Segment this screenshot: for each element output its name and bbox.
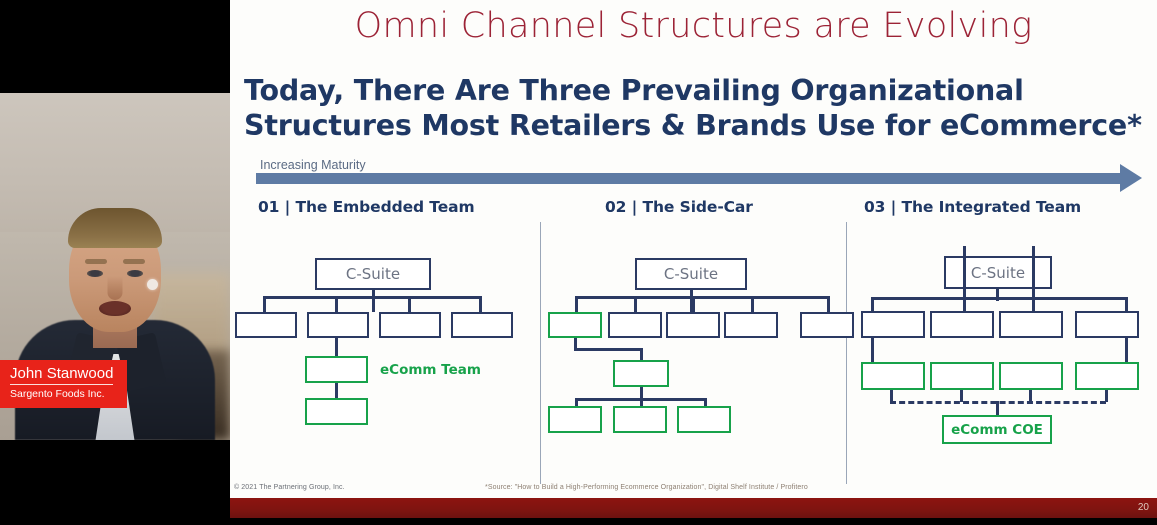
- speaker-organization: Sargento Foods Inc.: [10, 388, 105, 401]
- bottom-letterbox: [230, 518, 1157, 525]
- connector-drop-1b: [335, 296, 338, 314]
- connector-sidecar-drop: [574, 338, 577, 350]
- connector-drop-1a: [263, 296, 266, 314]
- column-header-integrated-team: 03 | The Integrated Team: [864, 198, 1082, 216]
- connector-drop-3d: [1125, 297, 1128, 313]
- connector-green-stem-2: [335, 383, 338, 400]
- speaker-name: John Stanwood: [10, 365, 114, 386]
- connector-drop-2e: [827, 296, 830, 314]
- connector-drop-1d: [479, 296, 482, 314]
- ecomm-box-3-3: [999, 362, 1063, 390]
- connector-through-line-left: [963, 246, 966, 312]
- csuite-box-3: C-Suite: [944, 256, 1052, 289]
- connector-drop-2d: [751, 296, 754, 314]
- csuite-box-1: C-Suite: [315, 258, 431, 290]
- slide-subtitle: Today, There Are Three Prevailing Organi…: [244, 74, 1142, 142]
- connector-coe-stem: [996, 401, 999, 417]
- speaker-eye-right: [127, 270, 143, 277]
- column-header-embedded-team: 01 | The Embedded Team: [258, 198, 475, 216]
- connector-bus-1: [263, 296, 481, 299]
- speaker-eyebrow-right: [123, 259, 145, 264]
- maturity-arrow-head-icon: [1120, 164, 1142, 192]
- org-box-1-1: [235, 312, 297, 338]
- connector-fan-drop-2a: [575, 398, 578, 408]
- connector-coe-drop-c: [1029, 390, 1032, 402]
- connector-bus-2: [575, 296, 829, 299]
- org-box-1-2: [307, 312, 369, 338]
- ecomm-box-2-2: [548, 406, 602, 433]
- org-box-2-4: [724, 312, 778, 338]
- org-box-3-4: [1075, 311, 1139, 338]
- ecomm-box-1-2: [305, 398, 368, 425]
- presentation-slide: Omni Channel Structures are Evolving Tod…: [230, 0, 1157, 525]
- ecomm-box-2-1: [613, 360, 669, 387]
- speaker-video[interactable]: John Stanwood Sargento Foods Inc.: [0, 93, 230, 440]
- connector-coe-drop-d: [1105, 390, 1108, 402]
- speaker-eyebrow-left: [85, 259, 107, 264]
- ecomm-box-3-2: [930, 362, 994, 390]
- org-box-2-1: [548, 312, 602, 338]
- ecomm-box-2-3: [613, 406, 667, 433]
- connector-coe-drop-a: [890, 390, 893, 402]
- slide-title: Omni Channel Structures are Evolving: [354, 6, 1033, 46]
- speaker-nose: [107, 276, 123, 300]
- maturity-arrow-bar: [256, 173, 1122, 184]
- connector-fan-stem-2: [640, 387, 643, 401]
- connector-csuite-stem-1: [372, 290, 375, 312]
- maturity-axis-label: Increasing Maturity: [260, 158, 366, 172]
- connector-fan-drop-2b: [640, 398, 643, 408]
- footer-source-citation: *Source: "How to Build a High-Performing…: [485, 484, 808, 491]
- org-box-3-3: [999, 311, 1063, 338]
- connector-drop-3a: [871, 297, 874, 313]
- connector-coe-drop-b: [960, 390, 963, 402]
- footer-bar: [230, 498, 1157, 518]
- speaker-hair: [68, 208, 162, 248]
- connector-green-drop-3d: [1125, 338, 1128, 364]
- connector-csuite-stem-2: [690, 290, 693, 312]
- column-divider-2: [846, 222, 847, 484]
- org-box-2-2: [608, 312, 662, 338]
- page-number: 20: [1137, 502, 1149, 513]
- connector-green-drop-3a: [871, 338, 874, 364]
- connector-csuite-stem-3: [996, 289, 999, 301]
- connector-bus-3: [871, 297, 1127, 300]
- org-box-1-4: [451, 312, 513, 338]
- connector-fan-drop-2c: [704, 398, 707, 408]
- ecomm-box-3-4: [1075, 362, 1139, 390]
- speaker-nameplate: John Stanwood Sargento Foods Inc.: [0, 360, 128, 408]
- org-box-3-1: [861, 311, 925, 338]
- ecomm-coe-box: eComm COE: [942, 415, 1052, 444]
- org-box-2-3: [666, 312, 720, 338]
- connector-through-line-right: [1032, 246, 1035, 312]
- ecomm-box-3-1: [861, 362, 925, 390]
- video-panel[interactable]: John Stanwood Sargento Foods Inc.: [0, 0, 230, 525]
- ecomm-team-label: eComm Team: [380, 362, 481, 378]
- org-box-2-5: [800, 312, 854, 338]
- column-header-side-car: 02 | The Side-Car: [605, 198, 753, 216]
- connector-drop-2b: [634, 296, 637, 314]
- connector-drop-2c: [692, 296, 695, 314]
- speaker-mouth: [99, 301, 131, 316]
- connector-sidecar-stem: [640, 348, 643, 362]
- column-divider-1: [540, 222, 541, 484]
- ecomm-box-2-4: [677, 406, 731, 433]
- footer-copyright: © 2021 The Partnering Group, Inc.: [234, 484, 345, 491]
- microphone-icon: [147, 279, 158, 290]
- connector-green-stem-1: [335, 338, 338, 358]
- connector-sidecar-elbow: [574, 348, 642, 351]
- connector-drop-1c: [408, 296, 411, 314]
- org-box-1-3: [379, 312, 441, 338]
- ecomm-box-1-1: [305, 356, 368, 383]
- connector-drop-2a: [575, 296, 578, 314]
- speaker-eye-left: [87, 270, 103, 277]
- org-box-3-2: [930, 311, 994, 338]
- csuite-box-2: C-Suite: [635, 258, 747, 290]
